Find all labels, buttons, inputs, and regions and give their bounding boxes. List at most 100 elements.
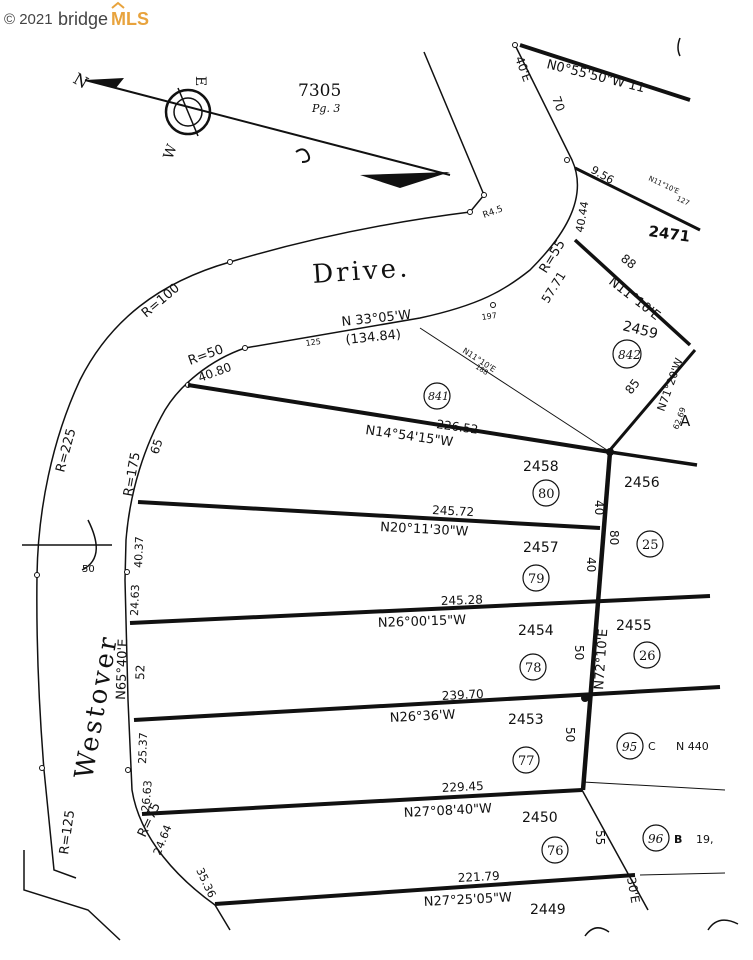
parcel-77: 77 bbox=[518, 754, 535, 769]
stray-curve-bottom-2 bbox=[584, 927, 610, 937]
dist-40-37: 40.37 bbox=[132, 536, 146, 568]
lot-2457: 2457 bbox=[523, 540, 559, 556]
watermark-logo: © 2021 bridge MLS bbox=[4, 1, 149, 29]
dist-40a: 40 bbox=[592, 500, 606, 515]
parcel-78: 78 bbox=[525, 661, 542, 676]
lot-2456: 2456 bbox=[624, 475, 660, 491]
dist-245-28: 245.28 bbox=[441, 593, 483, 608]
dist-35-36: 35.36 bbox=[193, 866, 218, 900]
dist-125: 125 bbox=[305, 337, 321, 348]
dist-9-56: 9.56 bbox=[589, 163, 617, 187]
curve-r100: R=100 bbox=[139, 281, 183, 321]
parcel-841: 841 bbox=[428, 390, 449, 403]
lot-line-2456-north bbox=[609, 450, 698, 467]
dist-25-37: 25.37 bbox=[136, 732, 150, 764]
north-arrow bbox=[84, 78, 451, 188]
lot-2450: 2450 bbox=[522, 810, 558, 826]
dist-50-westover: 50 bbox=[82, 564, 95, 575]
dist-26-63: 26.63 bbox=[139, 780, 155, 813]
bearing-e30: 30'E bbox=[624, 876, 642, 904]
bearing-n33-dist: (134.84) bbox=[345, 327, 402, 348]
lot-2453: 2453 bbox=[508, 712, 544, 728]
curve-r225: R=225 bbox=[53, 427, 79, 474]
compass-squiggle-icon bbox=[295, 148, 311, 163]
compass-cross-line bbox=[177, 87, 199, 137]
parcel-circles bbox=[423, 339, 670, 864]
bearing-n11: N11°10'E bbox=[606, 274, 663, 323]
misc-a: A bbox=[680, 412, 691, 430]
dist-55: 55 bbox=[593, 830, 607, 845]
dist-226-52: 226.52 bbox=[436, 417, 480, 437]
bearing-n20: N20°11'30"W bbox=[380, 520, 469, 540]
lot-line-2459-south bbox=[608, 349, 697, 451]
page-sub: Pg. 3 bbox=[311, 102, 340, 115]
curve-r125: R=125 bbox=[57, 809, 78, 855]
brand-suffix: MLS bbox=[111, 9, 149, 29]
bearing-e40: 40'E bbox=[512, 54, 534, 83]
lot-2455: 2455 bbox=[616, 618, 652, 634]
parcel-26: 26 bbox=[639, 649, 656, 664]
curve-r55: R=55 bbox=[537, 237, 569, 276]
lot-line-96-south bbox=[639, 872, 726, 876]
dist-85: 85 bbox=[622, 376, 642, 397]
lot-2449: 2449 bbox=[530, 902, 566, 918]
lot-lines bbox=[129, 43, 726, 911]
lot-line-76-rear bbox=[581, 789, 649, 911]
lot-line-78-77 bbox=[133, 685, 721, 722]
misc-96-b: B bbox=[674, 833, 682, 846]
lot-line-2471-north bbox=[574, 166, 701, 232]
compass-e-label: E bbox=[192, 76, 208, 86]
misc-95-n440: N 440 bbox=[676, 740, 709, 753]
street-drive-label: Drive. bbox=[311, 253, 411, 290]
lot-line-2459-west bbox=[573, 238, 692, 347]
dist-80: 80 bbox=[607, 530, 621, 545]
misc-96-19: 19, bbox=[696, 833, 714, 846]
vertex-markers bbox=[34, 42, 570, 773]
bearing-n26b: N26°36'W bbox=[389, 708, 456, 726]
dist-50b: 50 bbox=[563, 727, 577, 742]
stray-curve-bottom bbox=[707, 919, 739, 931]
compass-n-label: N bbox=[70, 69, 92, 92]
lot-line-2458-north bbox=[187, 383, 611, 454]
lot-line-top bbox=[519, 43, 691, 102]
bearing-n27a: N27°08'40"W bbox=[403, 801, 492, 821]
dist-24-64: 24.64 bbox=[151, 823, 175, 857]
bearing-n27b: N27°25'05"W bbox=[423, 890, 512, 910]
dist-197: 197 bbox=[481, 311, 497, 322]
parcel-842: 842 bbox=[618, 348, 641, 362]
lot-line-80-79 bbox=[137, 500, 601, 530]
dist-57-71: 57.71 bbox=[539, 269, 569, 306]
driveway-outline bbox=[23, 850, 121, 941]
dist-65: 65 bbox=[148, 437, 166, 456]
north-arrowhead-icon bbox=[85, 78, 124, 88]
dist-40b: 40 bbox=[584, 557, 598, 572]
lot-2458: 2458 bbox=[523, 459, 559, 475]
brand-prefix: bridge bbox=[58, 9, 108, 29]
lot-2471: 2471 bbox=[647, 222, 691, 246]
compass-inner-ring-icon bbox=[173, 97, 203, 127]
dist-24-63: 24.63 bbox=[128, 584, 142, 616]
stray-marks bbox=[584, 37, 739, 937]
dist-50a: 50 bbox=[572, 645, 586, 660]
junction-dots bbox=[581, 448, 614, 702]
bearing-n65: N65°40'E bbox=[114, 639, 131, 701]
compass-outer-ring-icon bbox=[164, 88, 212, 136]
drive-entrance bbox=[22, 519, 112, 571]
westover-inner-line bbox=[124, 44, 578, 931]
westover-outer-line bbox=[36, 51, 485, 879]
parcel-95: 95 bbox=[622, 740, 637, 754]
bearing-n33: N 33°05'W bbox=[341, 308, 412, 330]
curve-r45: R4.5 bbox=[482, 204, 505, 220]
dist-40-44: 40.44 bbox=[573, 200, 591, 233]
stray-paren-top bbox=[677, 37, 681, 57]
lot-2454: 2454 bbox=[518, 623, 554, 639]
bearing-n71: N71°20'W bbox=[655, 356, 686, 413]
south-arrow-tail-icon bbox=[360, 172, 450, 188]
dist-221-79: 221.79 bbox=[457, 869, 500, 885]
parcel-79: 79 bbox=[528, 572, 545, 587]
dist-70: 70 bbox=[549, 94, 567, 113]
lot-line-95-south bbox=[582, 781, 726, 791]
bearing-top-right: N0°55'50"W 11 bbox=[545, 57, 646, 96]
